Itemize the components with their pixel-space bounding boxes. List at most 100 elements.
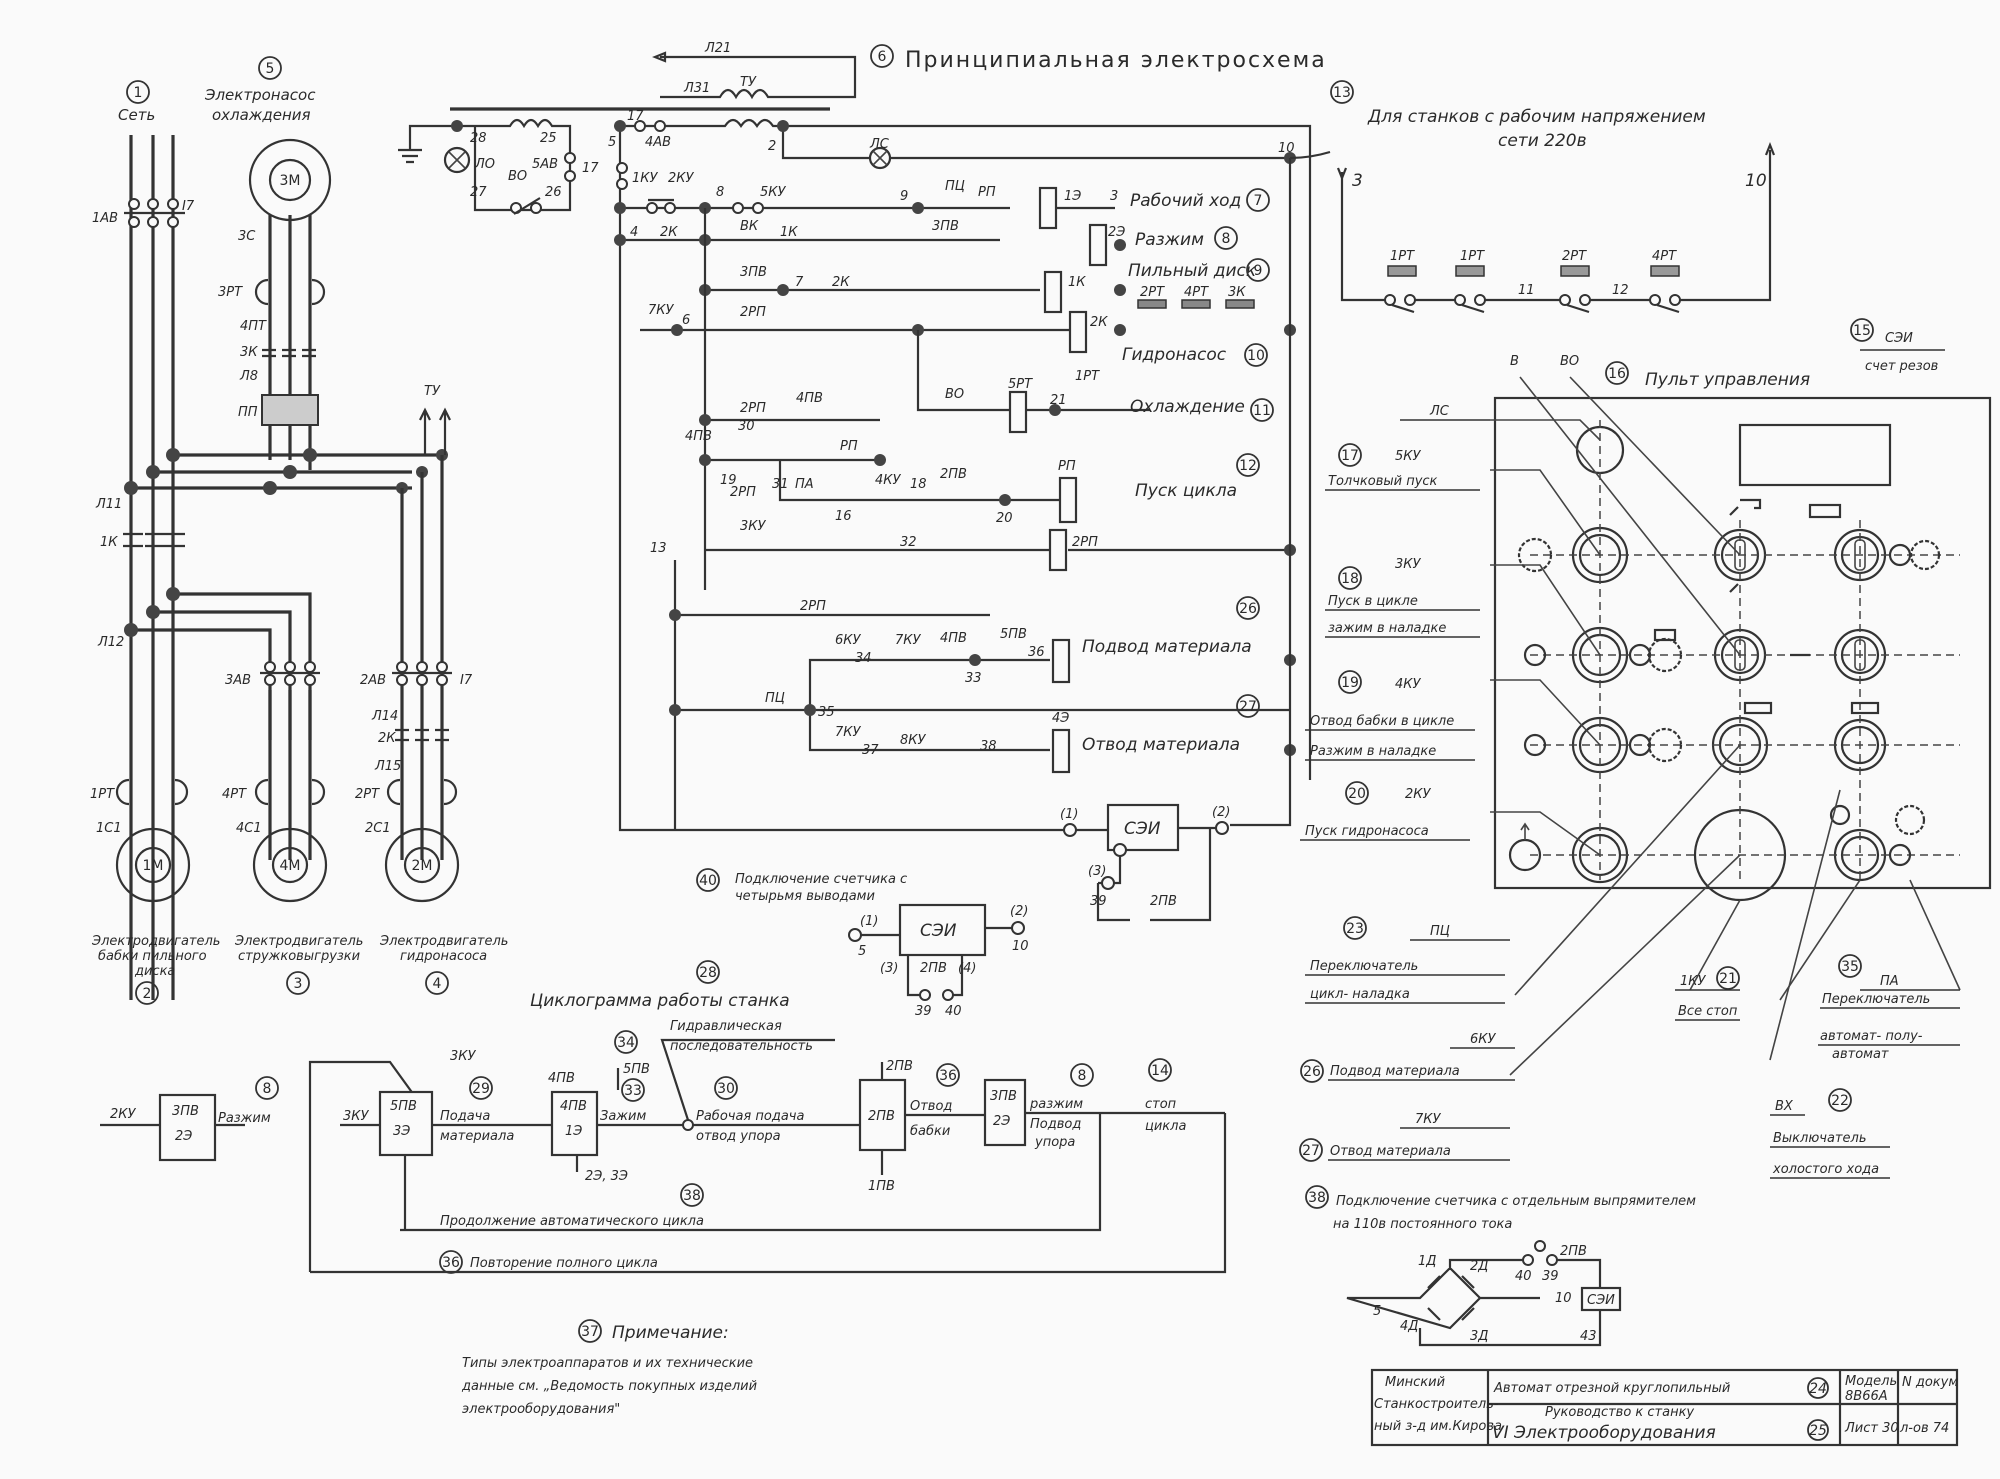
rectifier-node-43: 43	[1580, 1329, 1597, 1344]
callout-2ku-code: 2КУ	[1405, 787, 1432, 802]
coil-3k: 5РТ	[1008, 377, 1033, 392]
motor-2m: 2М	[384, 827, 460, 903]
label-2av: 2АВ	[360, 673, 386, 688]
circuit-ref-27: 27	[1239, 699, 1257, 715]
relay-2rt: 4РТ	[1184, 285, 1209, 300]
coil-2rp: 2РП	[1072, 535, 1098, 550]
rectifier-title-2: на 110в постоянного тока	[1333, 1217, 1512, 1232]
counter-sei: СЭИ	[1124, 819, 1161, 839]
callout-4ku-code: 4КУ	[1395, 677, 1422, 692]
counter-ref: 15	[1853, 323, 1871, 339]
circuit-material-feed: Подвод материала	[1082, 637, 1252, 657]
rectifier-node-39: 39	[1542, 1269, 1559, 1284]
motor-2m-caption-2: гидронасоса	[400, 949, 487, 964]
node-32: 32	[900, 535, 917, 550]
rectifier-ref: 38	[1308, 1190, 1326, 1206]
four-pin-pin-1: (1)	[860, 914, 878, 929]
switch-2ku: 2КУ	[668, 171, 695, 186]
switch-7ku-b: 7КУ	[835, 725, 862, 740]
node-30: 30	[738, 419, 755, 434]
coolant-pump-ref: 5	[266, 61, 275, 77]
node-2: 2	[768, 139, 776, 154]
circuit-saw-disk: Пильный диск	[1128, 261, 1257, 281]
coolant-tap-icon	[1729, 498, 1810, 657]
node-27: 27	[470, 185, 487, 200]
node-33: 33	[965, 671, 982, 686]
supply-l21: Л21	[704, 41, 731, 56]
cyc-stop-2: цикла	[1145, 1119, 1186, 1134]
switch-6ku: 6КУ	[835, 633, 862, 648]
motor-4m: 4М	[252, 827, 328, 903]
sheet-count: л-ов 74	[1899, 1421, 1949, 1436]
coil-2e: 2Э	[1108, 225, 1125, 240]
circuit-cycle-start: Пуск цикла	[1135, 481, 1237, 501]
switch-8ku: 8КУ	[900, 733, 927, 748]
four-pin-sei: СЭИ	[920, 921, 957, 941]
motor-1m: 1М	[115, 827, 191, 903]
callout-20-ref: 20	[1348, 786, 1366, 802]
terminal-3: 3	[1352, 171, 1363, 191]
callout-17-ref: 17	[1341, 448, 1359, 464]
callout-35-ref: 35	[1841, 959, 1859, 975]
coolant-pump-label-2: охлаждения	[212, 106, 311, 124]
switch-4pv: 4ПВ	[796, 391, 823, 406]
circuit-ref-12: 12	[1239, 458, 1257, 474]
rectifier-sei: СЭИ	[1587, 1293, 1615, 1308]
node-14: 7	[795, 275, 804, 290]
coil-2k: 2К	[1090, 315, 1108, 330]
note-ref: 37	[581, 1324, 599, 1340]
callout-clamp-setup: зажим в наладке	[1328, 621, 1446, 636]
node-5: 5	[608, 135, 616, 150]
input-3ku-top: 3КУ	[450, 1049, 477, 1064]
model-label: Модель	[1845, 1374, 1897, 1389]
four-pin-title-2: четырьмя выводами	[735, 889, 875, 904]
relay-1rt: 2РТ	[1140, 285, 1165, 300]
power-section: 1 Сеть 5 Электронасос охлаждения 1АВ I7 …	[90, 56, 508, 1005]
label-2k: 2К	[378, 731, 396, 746]
contact-rp: РП	[978, 185, 996, 200]
switch-4pv-b: 4ПВ	[685, 429, 712, 444]
circuit-ref-26: 26	[1239, 601, 1257, 617]
callout-material-retract: Отвод материала	[1330, 1144, 1451, 1159]
cyc-repeat: Повторение полного цикла	[470, 1256, 658, 1271]
contact-2k-b: 2К	[832, 275, 850, 290]
variant-node-12: 12	[1612, 283, 1629, 298]
cyc-ref-38: 38	[683, 1188, 701, 1204]
lamp-lo-label: ЛО	[474, 157, 495, 172]
relay-5rt: 1РТ	[1075, 369, 1100, 384]
circuit-ref-11: 11	[1253, 403, 1271, 419]
coil-1k: 1К	[1068, 275, 1086, 290]
variant-relay-4: 4РТ	[1652, 249, 1677, 264]
saw-blade-icon	[1894, 804, 1926, 836]
ref-circle	[126, 80, 150, 104]
network-label: Сеть	[118, 106, 155, 124]
node-34: 34	[855, 651, 872, 666]
switch-pa: ПА	[795, 477, 814, 492]
cyc-outputs: 2Э, 3Э	[585, 1169, 628, 1184]
rectifier-node-10: 10	[1555, 1291, 1572, 1306]
coolant-pump-label-1: Электронасос	[204, 86, 316, 104]
panel-frame	[1493, 396, 1992, 890]
callout-26-ref: 26	[1303, 1064, 1321, 1080]
cyc-5pv: 5ПВ	[623, 1062, 650, 1077]
switch-pts: ПЦ	[945, 179, 965, 194]
four-pin-pin-4: (4)	[958, 961, 976, 976]
motor-4m-caption-2: стружковыгрузки	[238, 949, 360, 964]
circuit-ref-7: 7	[1254, 193, 1263, 209]
cyc-ref-8b: 8	[1078, 1068, 1087, 1084]
label-3rt: 3РТ	[218, 285, 243, 300]
cyc-unclamp2-2: Подвод	[1030, 1117, 1081, 1132]
callout-22-ref: 22	[1831, 1093, 1849, 1109]
relay-4rt: 3К	[1228, 285, 1246, 300]
callout-all-stop: Все стоп	[1678, 1004, 1738, 1019]
section-ref: 25	[1809, 1423, 1827, 1439]
switch-vo: ВО	[508, 169, 527, 184]
motor-1m-label: 1М	[143, 858, 164, 874]
label-tu: ТУ	[424, 384, 441, 399]
switch-4ku: 4КУ	[875, 473, 902, 488]
label-2rt: 2РТ	[355, 787, 380, 802]
network-ref: 1	[134, 85, 143, 101]
label-4rt: 4РТ	[222, 787, 247, 802]
node-21: 19	[720, 473, 737, 488]
motor-1m-caption-1: Электродвигатель	[91, 934, 220, 949]
